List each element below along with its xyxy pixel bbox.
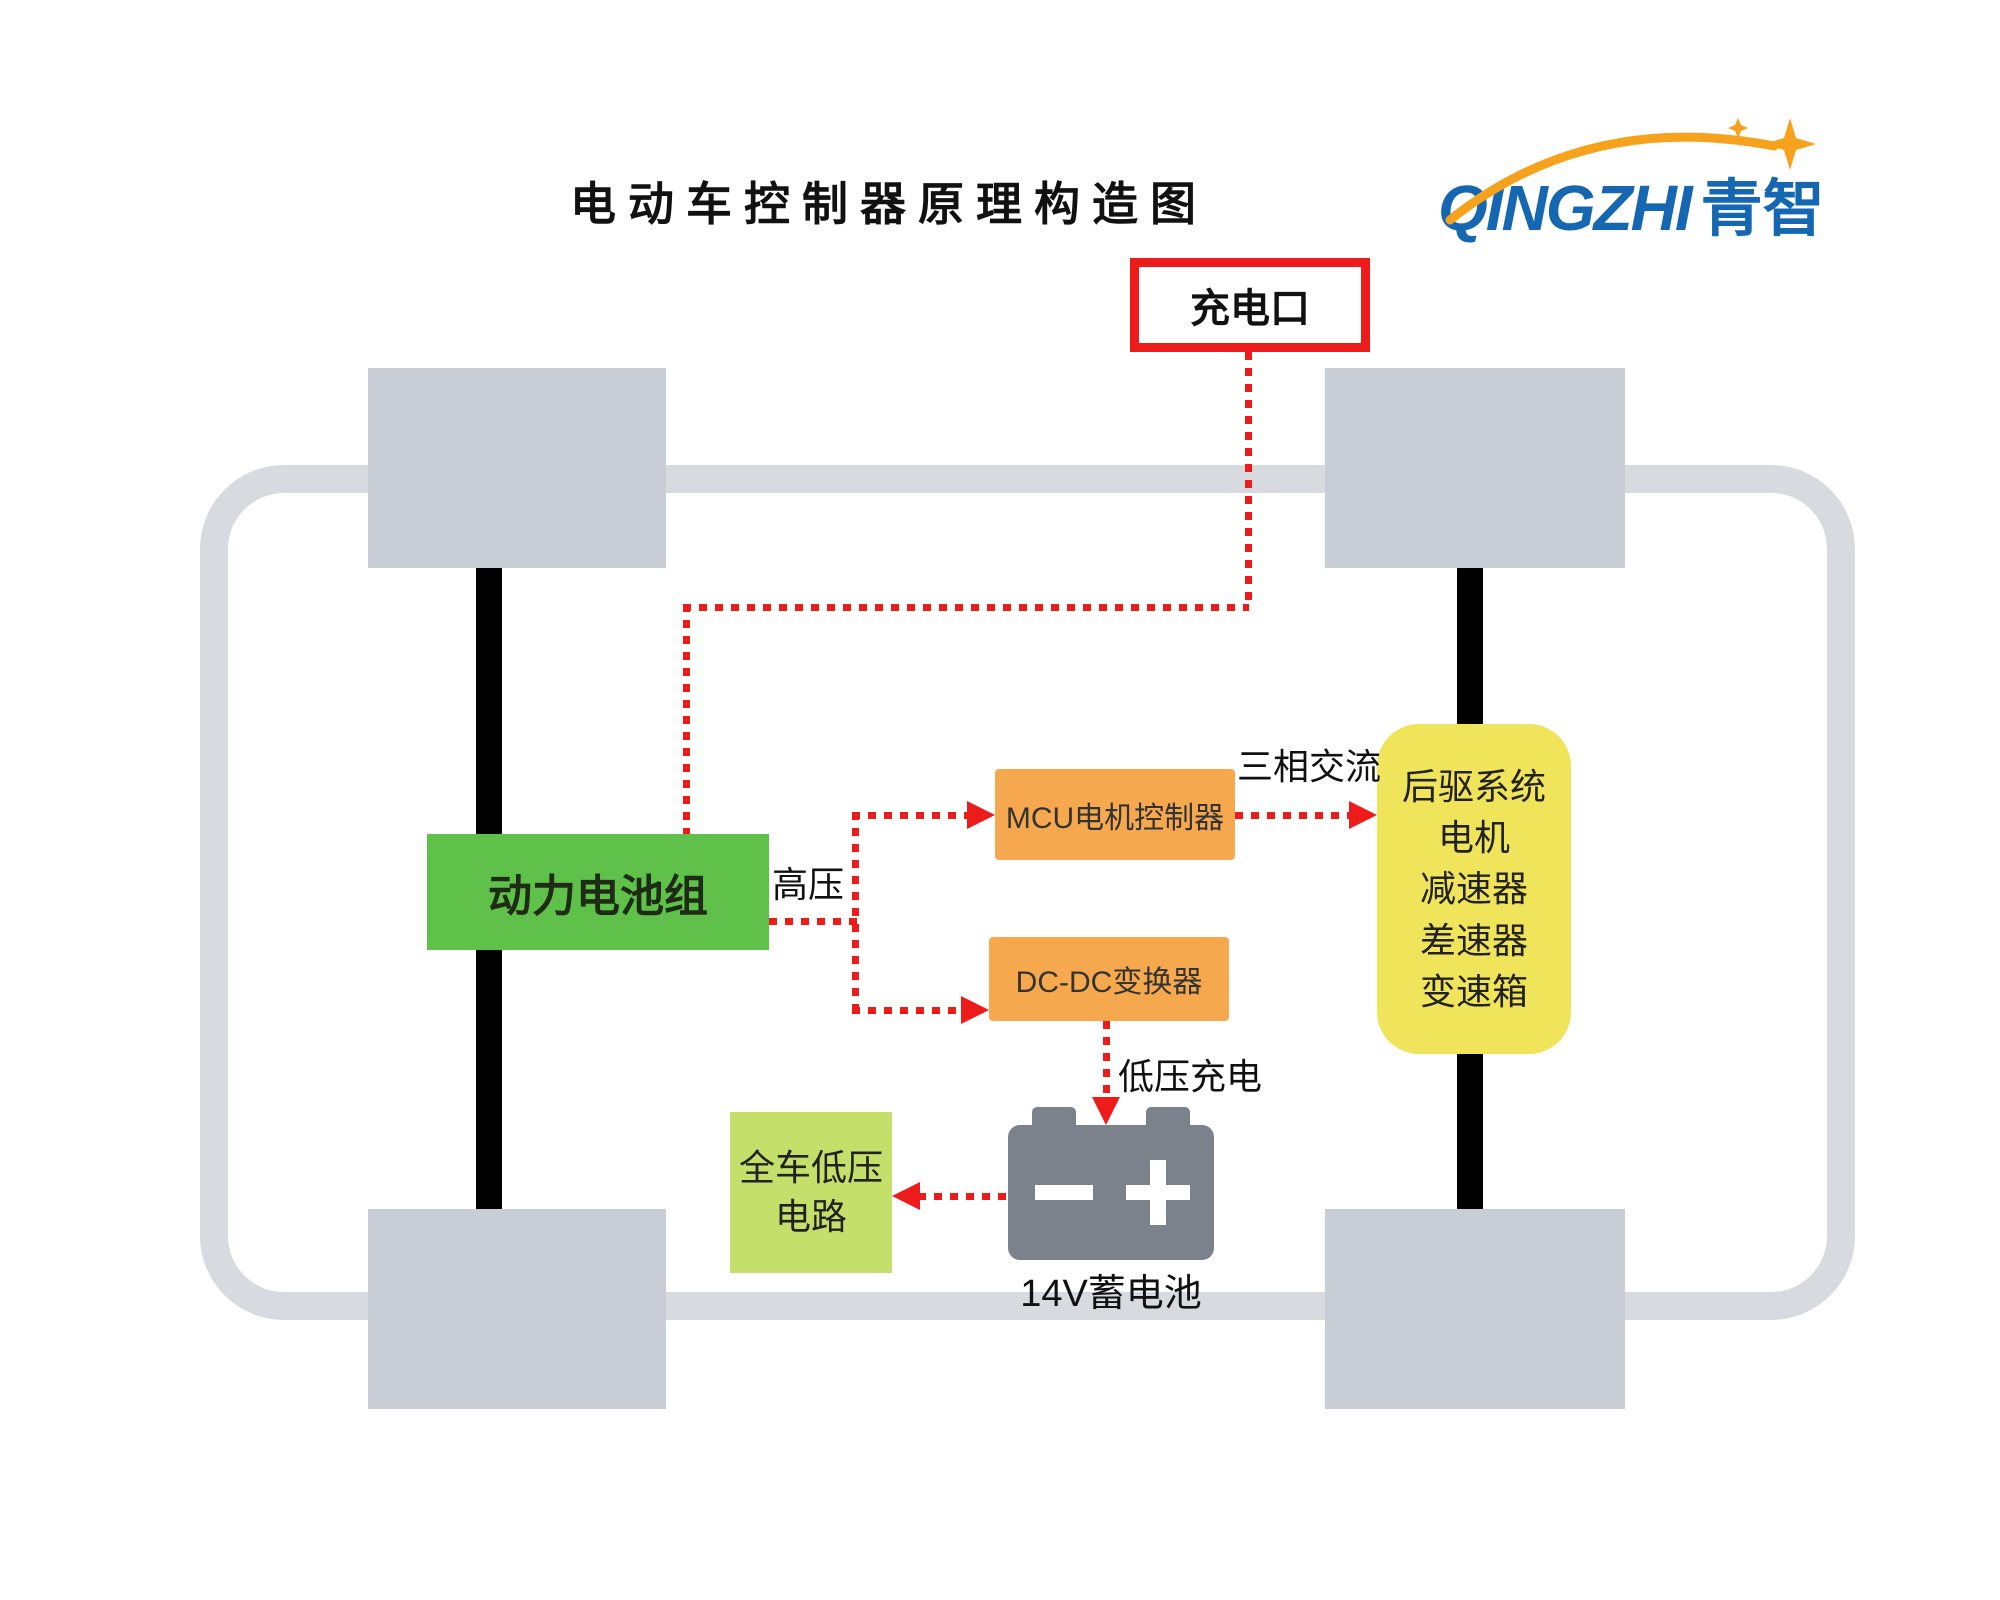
connector-to-mcu xyxy=(852,812,969,819)
logo-brand-text: QINGZHI xyxy=(1438,172,1693,244)
connector-charging-port-horizontal xyxy=(683,604,1249,611)
logo-brand-cn-text: 青智 xyxy=(1700,175,1825,244)
arrow-to-mcu-icon xyxy=(967,801,995,829)
arrow-to-lv-circuit-icon xyxy=(892,1182,920,1210)
connector-charging-to-battery-pack xyxy=(683,604,690,834)
lv-circuit-line: 全车低压 xyxy=(738,1146,883,1188)
arrow-to-dcdc-icon xyxy=(961,996,989,1024)
node-rear-drive-system: 后驱系统 电机 减速器 差速器 变速箱 xyxy=(1377,724,1571,1054)
connector-to-dcdc xyxy=(852,1007,963,1014)
battery-14v-icon xyxy=(1008,1107,1214,1260)
page-title: 电动车控制器原理构造图 xyxy=(570,178,1208,230)
arrow-to-rear-system-icon xyxy=(1349,801,1377,829)
rear-system-line: 减速器 xyxy=(1419,868,1528,910)
rear-system-line: 后驱系统 xyxy=(1401,766,1546,808)
plus-icon xyxy=(1150,1160,1166,1225)
logo: QINGZHI 青智 xyxy=(1438,116,1928,252)
connector-aux-battery-to-lv-circuit xyxy=(918,1193,1008,1200)
arrow-to-aux-battery-icon xyxy=(1092,1097,1120,1125)
axle-right-lower xyxy=(1457,1054,1483,1209)
rear-system-line: 电机 xyxy=(1437,817,1510,859)
connector-mcu-to-rear-system xyxy=(1235,812,1351,819)
node-dcdc-converter: DC-DC变换器 xyxy=(989,937,1229,1021)
wheel-rear-right xyxy=(1325,1209,1625,1409)
node-mcu-controller: MCU电机控制器 xyxy=(995,769,1235,860)
logo-text: QINGZHI 青智 xyxy=(1438,158,1825,248)
label-three-phase-ac: 三相交流 xyxy=(1237,746,1382,787)
connector-charging-port-vertical xyxy=(1245,352,1252,607)
battery-14v-label: 14V蓄电池 xyxy=(1020,1273,1202,1315)
minus-icon xyxy=(1035,1185,1093,1200)
axle-right-upper xyxy=(1457,568,1483,724)
wheel-front-left xyxy=(368,368,666,568)
label-low-voltage-charging: 低压充电 xyxy=(1118,1056,1263,1097)
rear-system-line: 变速箱 xyxy=(1419,970,1528,1012)
battery-terminal-positive xyxy=(1146,1107,1190,1125)
lv-circuit-line: 电路 xyxy=(774,1195,847,1237)
connector-hv-junction xyxy=(852,812,859,1014)
node-low-voltage-circuit: 全车低压 电路 xyxy=(730,1112,892,1273)
connector-dcdc-to-aux-battery xyxy=(1103,1021,1110,1101)
wheel-front-right xyxy=(1325,368,1625,568)
node-charging-port: 充电口 xyxy=(1130,258,1370,352)
axle-left-lower xyxy=(476,950,502,1209)
node-battery-pack: 动力电池组 xyxy=(427,834,769,950)
rear-system-line: 差速器 xyxy=(1419,919,1528,961)
battery-terminal-negative xyxy=(1032,1107,1076,1125)
wheel-rear-left xyxy=(368,1209,666,1409)
connector-battery-pack-output xyxy=(769,918,859,925)
label-high-voltage: 高压 xyxy=(772,864,845,905)
axle-left-upper xyxy=(476,568,502,834)
